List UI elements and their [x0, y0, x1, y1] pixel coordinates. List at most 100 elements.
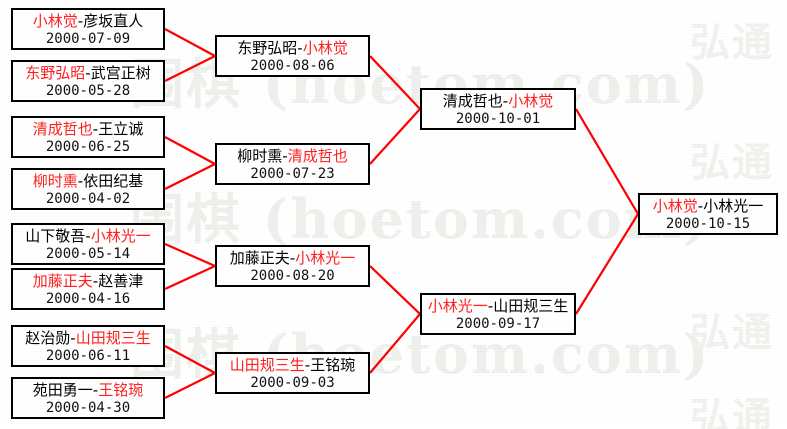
- connector-line: [575, 108, 639, 215]
- match-players: 小林觉-彦坂直人: [13, 12, 163, 31]
- match-loser: 柳时熏: [237, 147, 283, 165]
- connector-line: [164, 136, 216, 165]
- match-winner: 王铭琬: [98, 381, 144, 399]
- connector-line: [369, 265, 421, 315]
- match-loser: 王铭琬: [310, 356, 356, 374]
- player-separator: -: [304, 356, 311, 374]
- player-separator: -: [77, 12, 84, 30]
- match-loser: 彦坂直人: [83, 12, 144, 30]
- connector-line: [369, 55, 421, 110]
- match-winner: 小林觉: [302, 39, 348, 57]
- connector-line: [164, 242, 216, 268]
- connector-line: [164, 163, 216, 190]
- match-players: 加藤正夫-赵善津: [13, 272, 163, 291]
- match-date: 2000-06-11: [45, 348, 131, 364]
- match-loser: 清成哲也: [442, 92, 503, 110]
- player-separator: -: [92, 120, 99, 138]
- match-date: 2000-05-14: [45, 246, 131, 262]
- match-players: 小林光一-山田规三生: [422, 297, 574, 316]
- player-separator: -: [697, 197, 704, 215]
- match-date: 2000-10-01: [455, 111, 541, 127]
- match-winner: 清成哲也: [287, 147, 348, 165]
- match-winner: 柳时熏: [32, 172, 78, 190]
- match-date: 2000-04-30: [45, 400, 131, 416]
- match-loser: 山田规三生: [493, 297, 569, 315]
- match-players: 清成哲也-王立诚: [13, 120, 163, 139]
- connector-line: [369, 108, 421, 165]
- match-winner: 加藤正夫: [32, 272, 93, 290]
- match-players: 柳时熏-清成哲也: [217, 147, 368, 166]
- match-loser: 苑田勇一: [32, 381, 93, 399]
- match-winner: 东野弘昭: [25, 64, 86, 82]
- connector-line: [575, 213, 639, 315]
- match-date: 2000-06-25: [45, 139, 131, 155]
- match-date: 2000-09-17: [455, 316, 541, 332]
- match-players: 柳时熏-依田纪基: [13, 172, 163, 191]
- connector-line: [369, 313, 421, 374]
- connector-line: [164, 265, 216, 290]
- match-date: 2000-09-03: [250, 375, 335, 391]
- match-loser: 东野弘昭: [237, 39, 298, 57]
- match-players: 山田规三生-王铭琬: [217, 356, 368, 375]
- player-separator: -: [85, 227, 91, 245]
- player-separator: -: [282, 147, 288, 165]
- match-players: 东野弘昭-武宫正树: [13, 64, 163, 83]
- connector-line: [164, 345, 216, 374]
- match-winner: 山田规三生: [229, 356, 305, 374]
- match-date: 2000-07-09: [45, 31, 131, 47]
- connector-line: [164, 372, 216, 399]
- match-winner: 小林觉: [508, 92, 554, 110]
- match-loser: 山下敬吾: [25, 227, 86, 245]
- match-players: 赵治勋-山田规三生: [13, 329, 163, 348]
- player-separator: -: [77, 172, 84, 190]
- player-separator: -: [92, 272, 99, 290]
- match-loser: 赵治勋: [25, 329, 71, 347]
- player-separator: -: [297, 39, 303, 57]
- match-loser: 依田纪基: [83, 172, 144, 190]
- match-loser: 加藤正夫: [229, 249, 290, 267]
- match-winner: 小林光一: [295, 249, 356, 267]
- player-separator: -: [289, 249, 296, 267]
- match-winner: 清成哲也: [32, 120, 93, 138]
- match-date: 2000-08-06: [250, 58, 335, 74]
- match-date: 2000-05-28: [45, 83, 131, 99]
- match-loser: 赵善津: [98, 272, 144, 290]
- player-separator: -: [85, 64, 91, 82]
- match-players: 苑田勇一-王铭琬: [13, 381, 163, 400]
- match-players: 清成哲也-小林觉: [422, 92, 574, 111]
- player-separator: -: [502, 92, 509, 110]
- match-winner: 山田规三生: [75, 329, 151, 347]
- watermark-side-text: 弘通: [690, 309, 774, 356]
- match-loser: 小林光一: [703, 197, 764, 215]
- match-winner: 小林光一: [90, 227, 151, 245]
- match-players: 东野弘昭-小林觉: [217, 39, 368, 58]
- match-players: 小林觉-小林光一: [640, 197, 776, 216]
- match-winner: 小林觉: [32, 12, 78, 30]
- match-date: 2000-04-02: [45, 191, 131, 207]
- match-loser: 武宫正树: [90, 64, 151, 82]
- match-players: 山下敬吾-小林光一: [13, 227, 163, 246]
- watermark-side-text: 弘通: [690, 19, 774, 66]
- watermark-text: 围棋 (hoetom.com): [130, 187, 711, 251]
- connector-line: [164, 28, 216, 57]
- player-separator: -: [92, 381, 99, 399]
- connector-line: [164, 55, 216, 82]
- match-date: 2000-04-16: [45, 291, 131, 307]
- match-date: 2000-10-15: [665, 216, 751, 232]
